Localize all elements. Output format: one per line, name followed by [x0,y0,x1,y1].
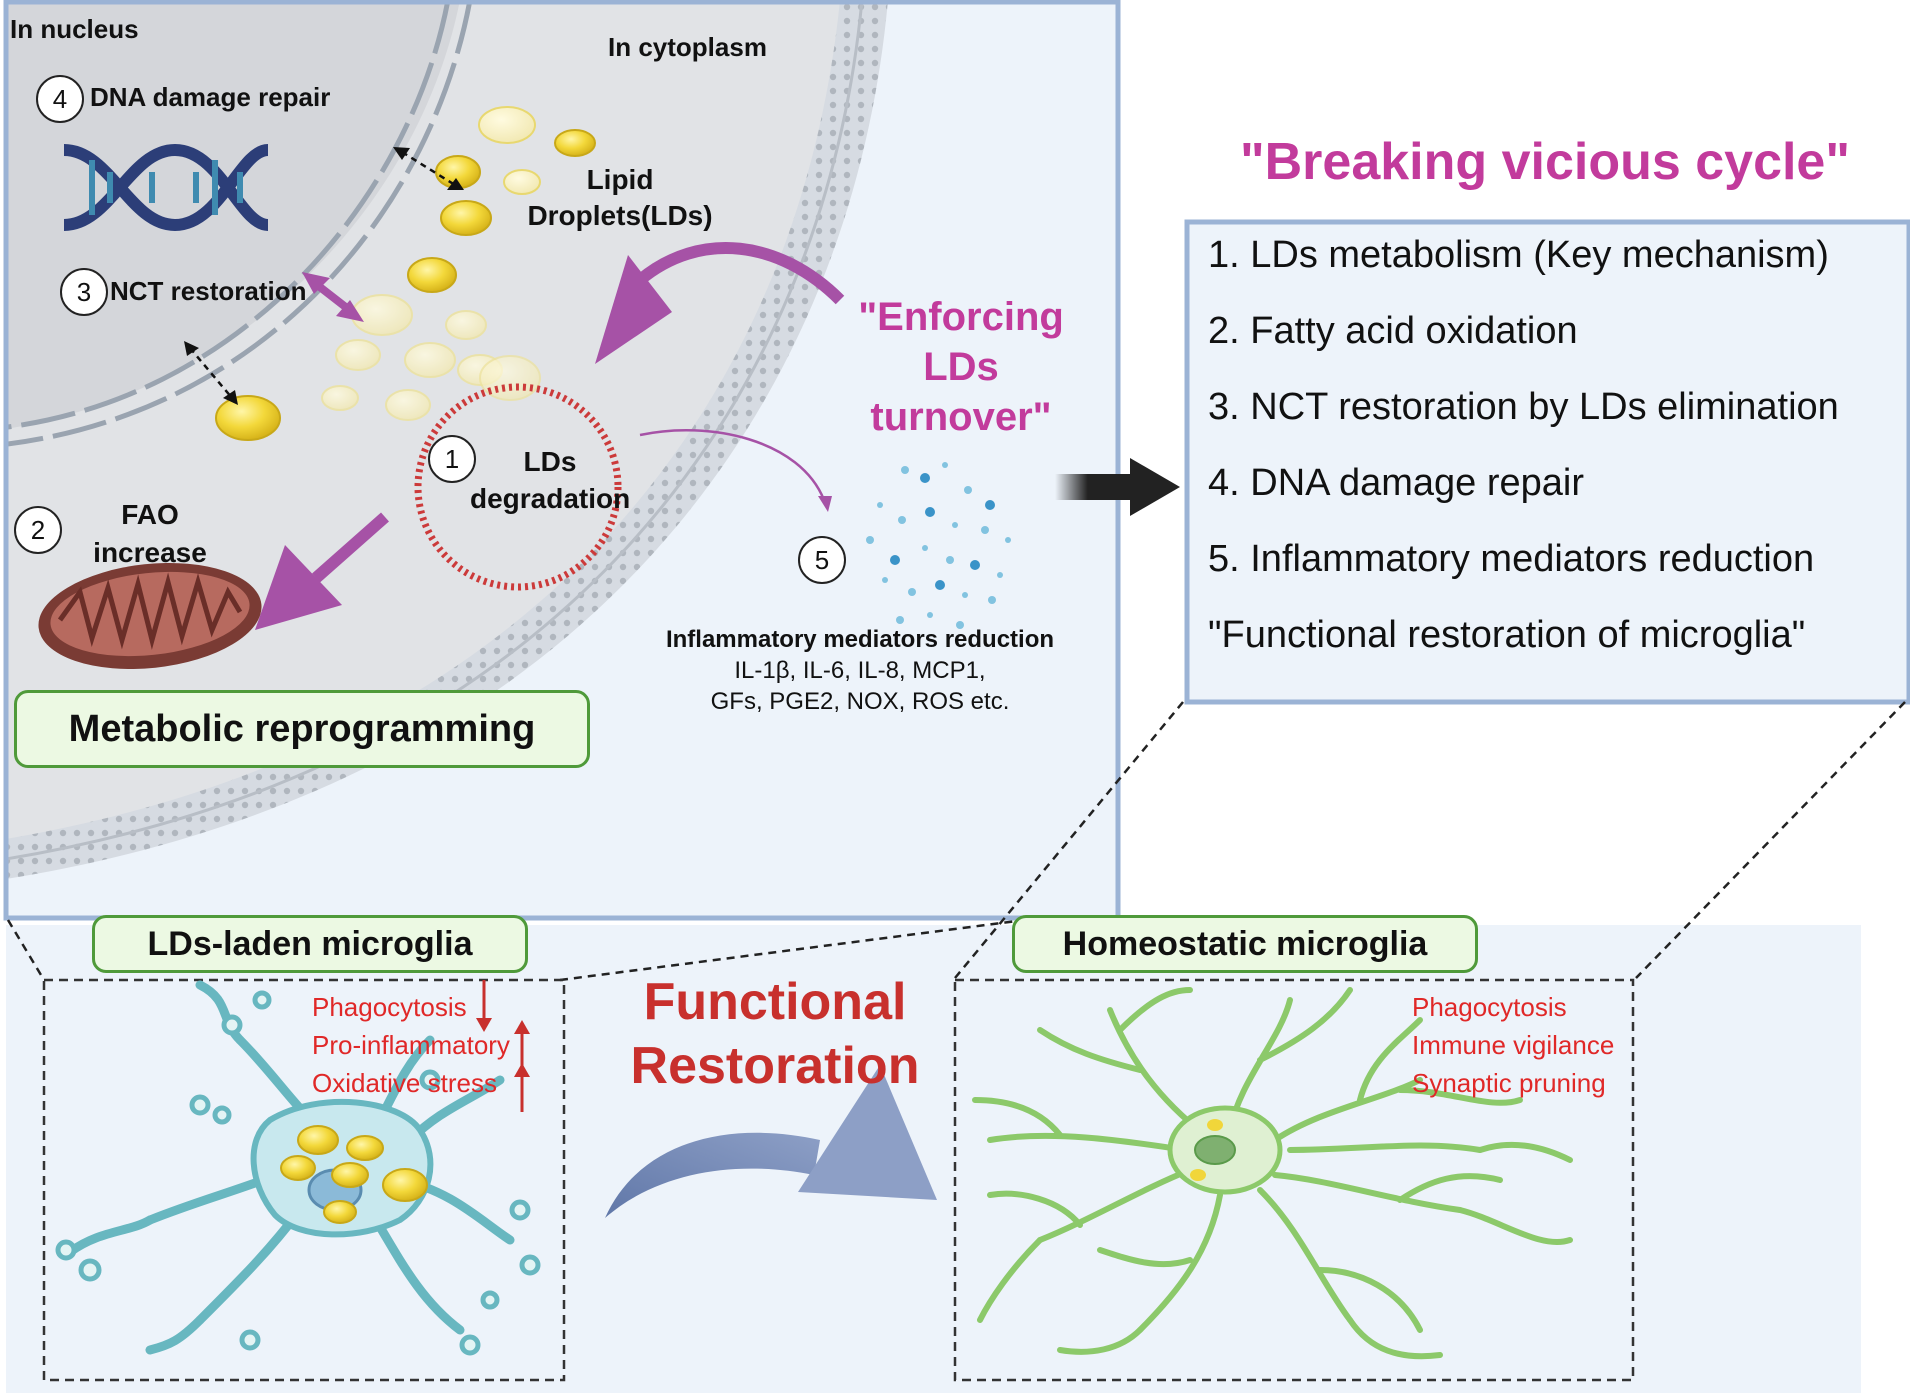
cytokine-dot [981,526,989,534]
right-label-synaptic-pruning: Synaptic pruning [1412,1068,1606,1098]
cytokine-dot [1005,537,1011,543]
left-label-oxidative-stress: Oxidative stress [312,1068,497,1098]
microglia-cell-icon [55,980,541,1356]
cytokine-dot [896,616,904,624]
right-label-phagocytosis: Phagocytosis [1412,992,1567,1022]
cytokine-dot [927,612,933,618]
left-label-pro-inflammatory: Pro-inflammatory [312,1030,510,1060]
cytokine-dot [898,516,906,524]
lipid-droplets-line2: Droplets(LDs) [527,200,713,231]
cytokine-dot [946,556,954,564]
cytokine-dot [942,462,948,468]
cytokine-dot [964,486,972,494]
cytokine-dot [908,588,916,596]
lipid-droplets-line1: Lipid [586,164,654,195]
nucleus-region [6,2,460,429]
cytokine-arrow [639,429,826,501]
zoom-connectors [6,701,1906,982]
left-label-phagocytosis: Phagocytosis [312,992,467,1022]
nucleus-label: In nucleus [10,14,139,44]
enforcing-turnover-label: "Enforcing LDs turnover" [816,292,1106,442]
left-cell-frame [42,978,566,1382]
enforcing-arrow [595,241,845,364]
summary-item-5: 5. Inflammatory mediators reduction [1208,538,1815,580]
summary-item-4: 4. DNA damage repair [1208,462,1584,504]
degradation-circle [414,383,622,591]
cytokine-dot [920,473,930,483]
enforcing-line1: "Enforcing LDs [858,295,1064,389]
summary-heading: "Breaking vicious cycle" [1239,133,1851,191]
nct-double-arrow [302,272,364,322]
cytokine-dot [922,545,928,551]
lipid-droplets-label: Lipid Droplets(LDs) [520,162,720,234]
step-5-badge: 5 [798,536,846,584]
inflammatory-block: Inflammatory mediators reduction IL-1β, … [640,624,1080,717]
cytokine-dot [985,500,995,510]
fao-arrow [255,512,389,630]
cytokine-dot [952,522,958,528]
ld-degradation-label: LDs degradation [430,443,631,517]
step-3-badge: 3 [60,268,108,316]
dna-icon [63,143,270,232]
inflammatory-line1: IL-1β, IL-6, IL-8, MCP1, [734,657,986,684]
homeostatic-title: Homeostatic microglia [1012,915,1478,973]
change-arrows [476,980,530,1112]
summary-item-2: 2. Fatty acid oxidation [1208,310,1578,352]
cytokine-dot [935,580,945,590]
step-4-badge: 4 [36,75,84,123]
cytokine-dot [866,536,874,544]
nct-restoration-label: NCT restoration [110,276,307,306]
step-1-badge: 1 [428,435,476,483]
ld-degradation-line2: degradation [470,483,631,514]
inflammatory-line2: GFs, PGE2, NOX, ROS etc. [710,688,1010,715]
black-arrow [1055,458,1180,516]
cytokine-dot [988,596,996,604]
cell-panel-border [3,0,1121,921]
summary-box [1184,219,1910,705]
cytokine-dot [962,592,968,598]
lipid-droplet-icon [215,106,596,441]
cytokine-dot [890,555,900,565]
ld-degradation-line1: LDs [523,446,577,477]
summary-item-3: 3. NCT restoration by LDs elimination [1208,386,1839,428]
cytokine-dot [997,572,1003,578]
functional-line2: Restoration [630,1037,920,1095]
fao-label: FAO increase [70,496,230,572]
homeostatic-microglia-icon [972,987,1573,1360]
mitochondrion-icon [38,562,262,670]
metabolic-reprogramming-box: Metabolic reprogramming [14,690,590,768]
lds-laden-title: LDs-laden microglia [92,915,528,973]
cytokine-dots [866,462,1011,629]
summary-item-1: 1. LDs metabolism (Key mechanism) [1208,234,1829,276]
nuclear-envelope-inner [6,2,451,430]
cytokine-dot [956,621,964,629]
cytokine-dot [877,502,883,508]
dna-repair-label: DNA damage repair [90,82,331,112]
cytoplasm-label: In cytoplasm [608,32,767,62]
cytokine-dot [882,577,888,583]
fao-line2: increase [93,537,207,568]
functional-restoration-label: Functional Restoration [610,970,940,1098]
right-label-immune-vigilance: Immune vigilance [1412,1030,1615,1060]
cytokine-dot [901,466,909,474]
step-2-badge: 2 [14,506,62,554]
cytokine-dot [925,507,935,517]
summary-item-6: "Functional restoration of microglia" [1208,614,1806,656]
nuclear-envelope-outer [6,2,473,447]
cytokine-dot [970,560,980,570]
inflammatory-title: Inflammatory mediators reduction [665,626,1055,653]
right-cell-frame [953,978,1635,1382]
restoration-arrow [605,1065,937,1218]
functional-line1: Functional [643,973,907,1031]
enforcing-line2: turnover" [870,395,1052,439]
fao-line1: FAO [121,499,179,530]
